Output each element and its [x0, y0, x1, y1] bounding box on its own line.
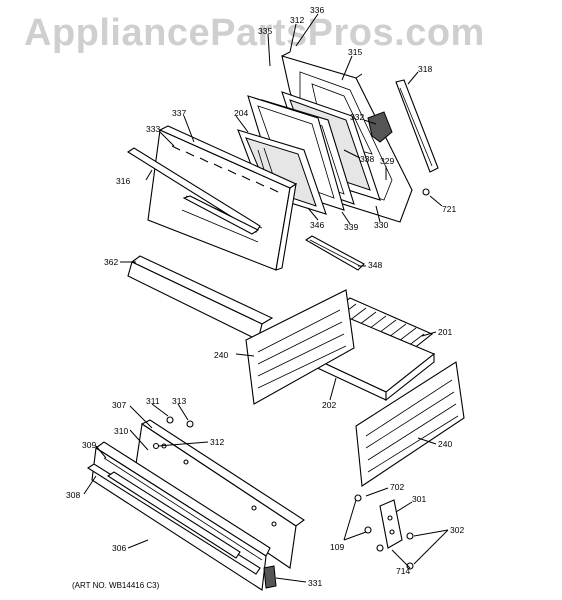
hinge-bracket: [367, 111, 393, 143]
label-202: 202: [322, 400, 336, 410]
door-hinge-bracket: [379, 499, 403, 549]
screw-721: [422, 188, 430, 196]
label-362: 362: [104, 257, 118, 267]
label-308: 308: [66, 490, 80, 500]
label-109: 109: [330, 542, 344, 552]
drawer-clip-331: [263, 565, 277, 589]
door-vent-slots: [171, 145, 279, 193]
hinge-screws: [354, 494, 414, 570]
label-348: 348: [368, 260, 382, 270]
vent-trim-strip: [304, 235, 365, 271]
leader-lines: [83, 13, 449, 583]
label-302: 302: [450, 525, 464, 535]
label-714: 714: [396, 566, 410, 576]
label-336: 336: [310, 5, 324, 15]
label-337: 337: [172, 108, 186, 118]
lower-kick-panel: [127, 255, 274, 341]
drawer-side-panel: [135, 419, 305, 569]
drawer-slide: [106, 471, 241, 559]
right-oven-guide: [355, 361, 465, 487]
left-oven-guide: [245, 289, 355, 405]
label-330: 330: [374, 220, 388, 230]
label-315: 315: [348, 47, 362, 57]
label-702: 702: [390, 482, 404, 492]
label-240-left: 240: [214, 350, 228, 360]
door-side-trim: [395, 79, 439, 173]
label-312-drawer: 312: [210, 437, 224, 447]
label-721: 721: [442, 204, 456, 214]
label-339: 339: [344, 222, 358, 232]
label-240-right: 240: [438, 439, 452, 449]
art-number: (ART NO. WB14416 C3): [72, 581, 160, 590]
label-335: 335: [258, 26, 272, 36]
label-309: 309: [82, 440, 96, 450]
label-306: 306: [112, 543, 126, 553]
label-312-top: 312: [290, 15, 304, 25]
label-332: 332: [350, 112, 364, 122]
label-331: 331: [308, 578, 322, 588]
drawer-front-trim: [86, 463, 261, 575]
label-313: 313: [172, 396, 186, 406]
label-338: 338: [360, 154, 374, 164]
label-310: 310: [114, 426, 128, 436]
label-333: 333: [146, 124, 160, 134]
door-handle: [126, 147, 261, 235]
label-316: 316: [116, 176, 130, 186]
label-307: 307: [112, 400, 126, 410]
part-number-labels: 336 312 315 318 335 337 333 204 332 338 …: [66, 5, 464, 588]
label-311: 311: [146, 396, 160, 406]
label-301: 301: [412, 494, 426, 504]
label-201: 201: [438, 327, 452, 337]
drawer-screws: [152, 416, 194, 450]
label-204: 204: [234, 108, 248, 118]
label-318: 318: [418, 64, 432, 74]
label-346: 346: [310, 220, 324, 230]
label-329: 329: [380, 156, 394, 166]
